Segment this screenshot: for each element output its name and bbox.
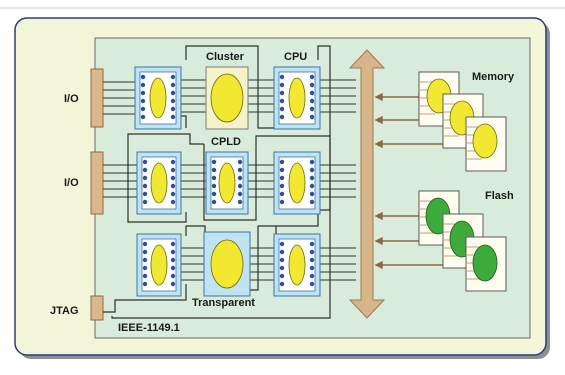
scan-chain-wiring: [103, 45, 331, 319]
bscan-chip-row2-right: [273, 151, 321, 215]
cluster-chip: [205, 66, 249, 130]
bscan-chip-row3-left: [136, 233, 182, 297]
memory-chips: [418, 71, 507, 172]
flash-label: Flash: [485, 190, 514, 202]
cpld-chip: [205, 151, 249, 215]
transparent-chip: [203, 231, 251, 297]
io-lines: [103, 81, 140, 198]
cluster-label: Cluster: [206, 51, 245, 63]
jtag-label: JTAG: [50, 305, 79, 317]
bscan-chip-row1-left: [134, 66, 182, 130]
cpld-label: CPLD: [211, 136, 241, 148]
memory-label: Memory: [472, 71, 515, 83]
bscan-chip-row2-left: [136, 151, 182, 215]
io-connector-mid: [90, 151, 104, 215]
memory-chip-3: [465, 116, 507, 172]
transparent-label: Transparent: [192, 297, 255, 309]
io-label-mid: I/O: [64, 177, 79, 189]
system-bus-arrow: [348, 49, 386, 319]
io-label-top: I/O: [64, 93, 79, 105]
cpu-chip: [273, 66, 321, 130]
ieee-label: IEEE-1149.1: [118, 322, 180, 334]
io-connector-top: [90, 68, 104, 128]
jtag-connector: [90, 295, 104, 321]
flash-chip-3: [465, 236, 507, 292]
cpu-label: CPU: [284, 51, 307, 63]
flash-chips: [418, 190, 507, 292]
chip-interconnect: [178, 79, 356, 281]
bscan-chip-row3-right: [273, 233, 321, 297]
